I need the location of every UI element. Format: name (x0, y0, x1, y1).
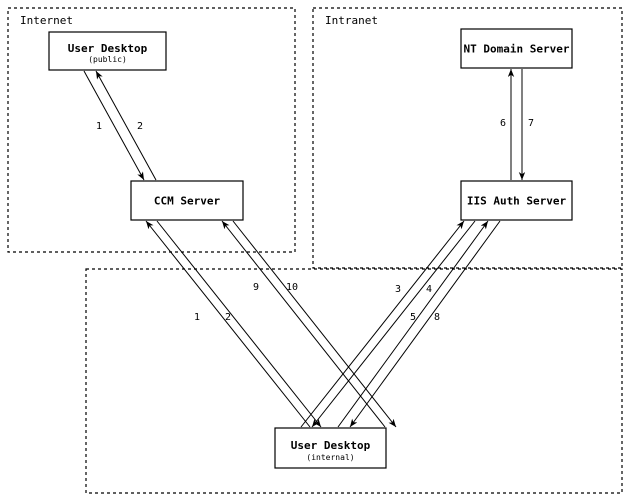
zone-boundary-internal-network (85, 268, 623, 494)
zone-intranet: Intranet (312, 7, 623, 269)
edge-label-step-1-public: 1 (96, 121, 102, 132)
node-subtitle-user-desktop-internal: (internal) (306, 453, 354, 462)
edge-step-8-iis (349, 220, 501, 428)
node-title-iis-auth-server: IIS Auth Server (467, 195, 567, 208)
edge-label-step-8-iis: 8 (434, 312, 440, 323)
node-box-user-desktop-public (48, 31, 167, 71)
zone-internet: Internet (7, 7, 296, 253)
node-title-nt-domain-server: NT Domain Server (464, 43, 570, 56)
edge-step-4-iis (311, 220, 476, 428)
edge-label-step-2-public: 2 (137, 121, 143, 132)
edge-label-step-2-internal: 2 (225, 312, 231, 323)
node-user-desktop-internal[interactable]: User Desktop(internal) (274, 427, 387, 469)
node-subtitle-user-desktop-public: (public) (88, 55, 127, 64)
zone-boundary-internet (7, 7, 296, 253)
node-ccm-server[interactable]: CCM Server (130, 180, 244, 221)
edge-labels-layer: 1 2 6 7 1 2 9 10 3 4 5 8 (96, 118, 534, 323)
node-title-ccm-server: CCM Server (154, 195, 221, 208)
edge-label-step-4-iis: 4 (426, 284, 432, 295)
edge-step-10-internal (232, 220, 397, 428)
edge-label-step-7-nt: 7 (528, 118, 534, 129)
zone-label-internet: Internet (20, 14, 73, 27)
node-box-user-desktop-internal (274, 427, 387, 469)
edge-step-5-iis (337, 220, 489, 428)
node-nt-domain-server[interactable]: NT Domain Server (460, 28, 573, 69)
edge-label-step-6-nt: 6 (500, 118, 506, 129)
node-box-ccm-server (130, 180, 244, 221)
node-title-user-desktop-public: User Desktop (68, 42, 148, 55)
node-iis-auth-server[interactable]: IIS Auth Server (460, 180, 573, 221)
edge-step-1-internal (145, 220, 311, 428)
zones-layer: Internet Intranet (7, 7, 623, 494)
node-title-user-desktop-internal: User Desktop (291, 439, 371, 452)
zone-internal-network (85, 268, 623, 494)
edge-step-2-public (95, 70, 157, 181)
zone-boundary-intranet (312, 7, 623, 269)
edge-label-step-5-iis: 5 (410, 312, 416, 323)
edge-label-step-9-internal: 9 (253, 282, 259, 293)
edge-step-1-public (83, 70, 145, 181)
edge-step-2-internal (156, 220, 322, 428)
edges-layer (83, 69, 526, 428)
node-box-nt-domain-server (460, 28, 573, 69)
zone-label-intranet: Intranet (325, 14, 378, 27)
node-box-iis-auth-server (460, 180, 573, 221)
edge-step-9-internal (221, 220, 386, 428)
edge-label-step-10-internal: 10 (286, 282, 298, 293)
edge-step-3-iis (300, 220, 465, 428)
edge-label-step-1-internal: 1 (194, 312, 200, 323)
edge-label-step-3-iis: 3 (395, 284, 401, 295)
node-user-desktop-public[interactable]: User Desktop(public) (48, 31, 167, 71)
